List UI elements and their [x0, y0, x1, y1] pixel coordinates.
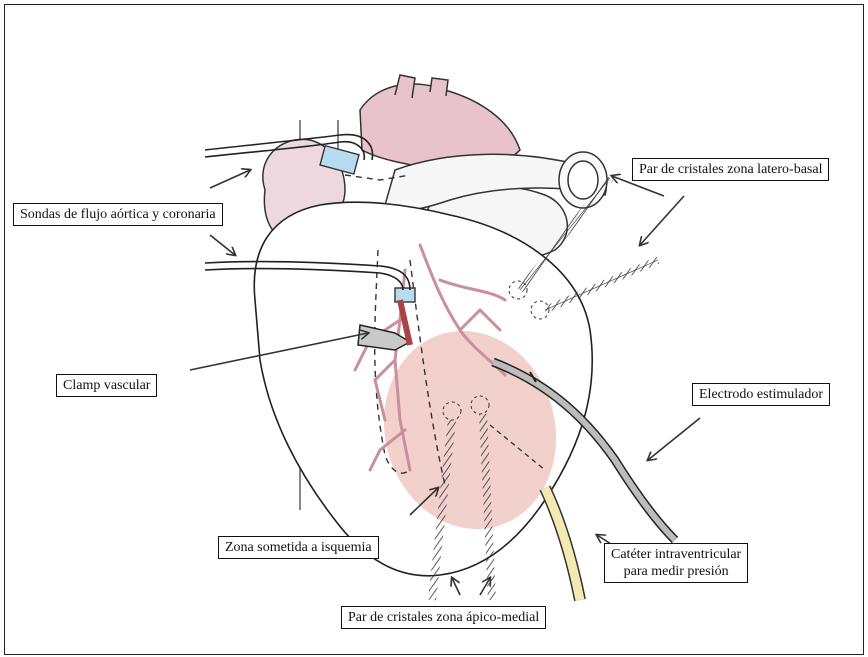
apico-medial-crystals-label: Par de cristales zona ápico-medial [341, 606, 546, 629]
latero-basal-crystals-label: Par de cristales zona latero-basal [632, 158, 829, 181]
catheter-label-line1: Catéter intraventricular [611, 546, 741, 563]
stimulating-electrode-label: Electrodo estimulador [692, 383, 830, 406]
ischemia-zone-label: Zona sometida a isquemia [218, 536, 379, 559]
vascular-clamp-label: Clamp vascular [56, 374, 157, 397]
catheter-label-line2: para medir presión [611, 563, 741, 580]
aortic-coronary-probes-label: Sondas de flujo aórtica y coronaria [13, 203, 223, 226]
catheter-label: Catéter intraventricular para medir pres… [604, 543, 748, 583]
